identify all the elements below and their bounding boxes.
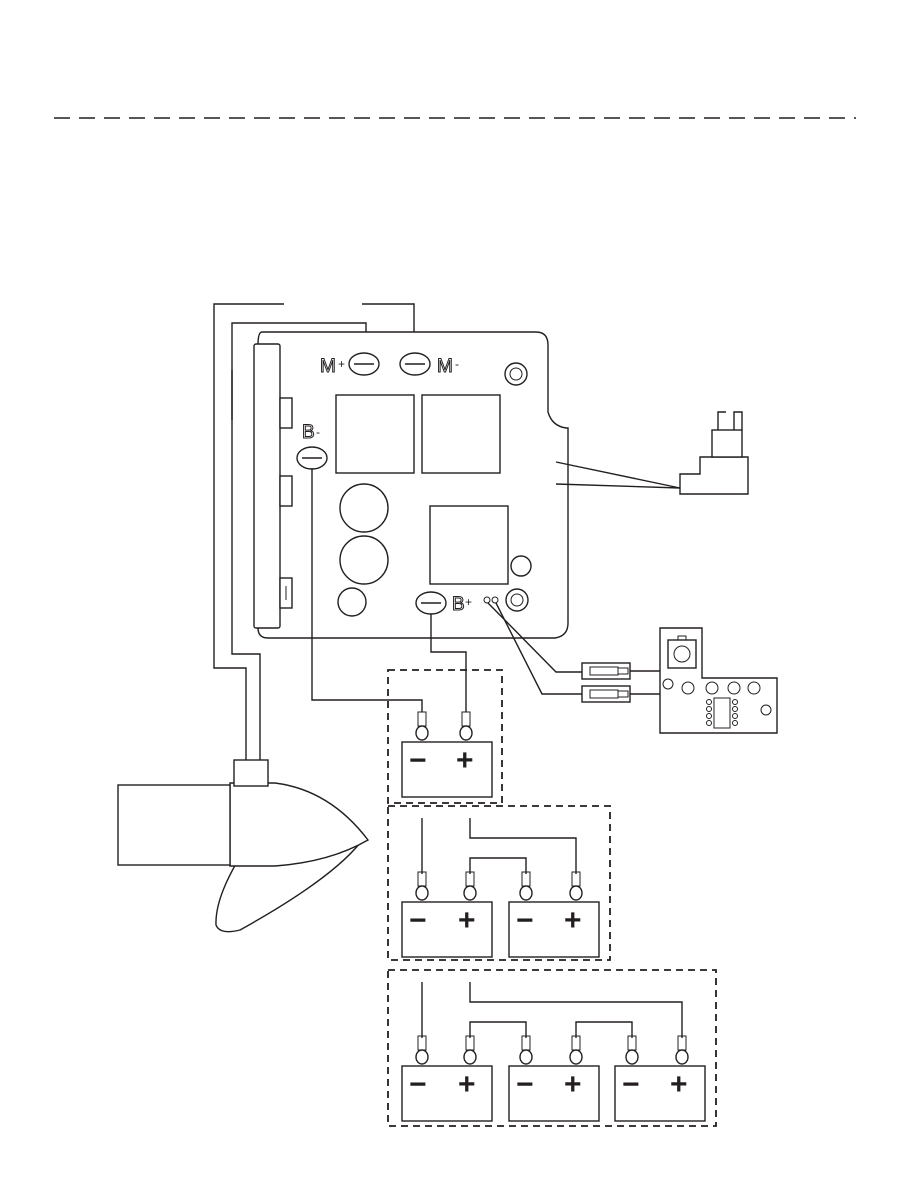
motor-negative-label: M bbox=[437, 356, 453, 377]
battery-bank-36v: − + − + − + bbox=[388, 970, 716, 1126]
battery-1a: − + bbox=[402, 712, 492, 797]
push-button-switch bbox=[668, 640, 696, 668]
battery-3a: − + bbox=[402, 1036, 492, 1121]
small-capacitor bbox=[511, 556, 531, 576]
motor-negative-sign: - bbox=[455, 357, 459, 371]
control-board: M + M - B - B + bbox=[232, 332, 568, 638]
battery-3c: − + bbox=[615, 1036, 705, 1121]
battery-negative-label: B bbox=[302, 422, 315, 443]
heatsink-bar bbox=[254, 344, 280, 628]
trolling-motor bbox=[118, 760, 368, 932]
plug-body bbox=[680, 457, 748, 494]
battery-negative-sign: - bbox=[316, 425, 320, 439]
motor-shaft-base bbox=[234, 760, 268, 786]
plug-neck bbox=[712, 430, 742, 457]
battery-3b: − + bbox=[509, 1036, 599, 1121]
connector-2 bbox=[582, 686, 630, 702]
capacitor-3 bbox=[338, 588, 366, 616]
mounting-hole-bottom bbox=[506, 589, 528, 611]
fet-tab-1 bbox=[280, 398, 292, 428]
battery-negative-sign: − bbox=[409, 904, 427, 937]
battery-bank-24v: − + − + bbox=[388, 806, 610, 960]
fet-tab-2 bbox=[280, 476, 292, 506]
battery-negative-sign: − bbox=[409, 744, 427, 777]
mounting-hole-top bbox=[505, 363, 527, 385]
battery-negative-sign: − bbox=[409, 1068, 427, 1101]
battery-bank-12v: − + bbox=[388, 670, 502, 803]
connector-1 bbox=[582, 663, 630, 679]
relay-lower bbox=[430, 506, 508, 584]
battery-positive-sign: + bbox=[670, 1068, 688, 1101]
connector-plug bbox=[556, 412, 748, 494]
battery-negative-sign: − bbox=[516, 904, 534, 937]
battery-positive-label: B bbox=[452, 594, 465, 615]
battery-positive-sign: + bbox=[458, 904, 476, 937]
battery-negative-sign: − bbox=[516, 1068, 534, 1101]
battery-2b: − + bbox=[509, 872, 599, 957]
capacitor-2 bbox=[340, 536, 388, 584]
battery-negative-sign: − bbox=[622, 1068, 640, 1101]
relay-right bbox=[422, 395, 500, 473]
relay-left bbox=[336, 395, 414, 473]
motor-positive-sign: + bbox=[338, 357, 345, 371]
battery-positive-sign: + bbox=[564, 1068, 582, 1101]
motor-positive-label: M bbox=[320, 356, 336, 377]
battery-positive-sign: + bbox=[458, 1068, 476, 1101]
battery-2a: − + bbox=[402, 872, 492, 957]
motor-prop-housing bbox=[118, 785, 230, 865]
battery-positive-sign: + bbox=[465, 595, 472, 609]
capacitor-1 bbox=[340, 484, 388, 532]
battery-positive-sign: + bbox=[564, 904, 582, 937]
battery-positive-sign: + bbox=[456, 744, 474, 777]
